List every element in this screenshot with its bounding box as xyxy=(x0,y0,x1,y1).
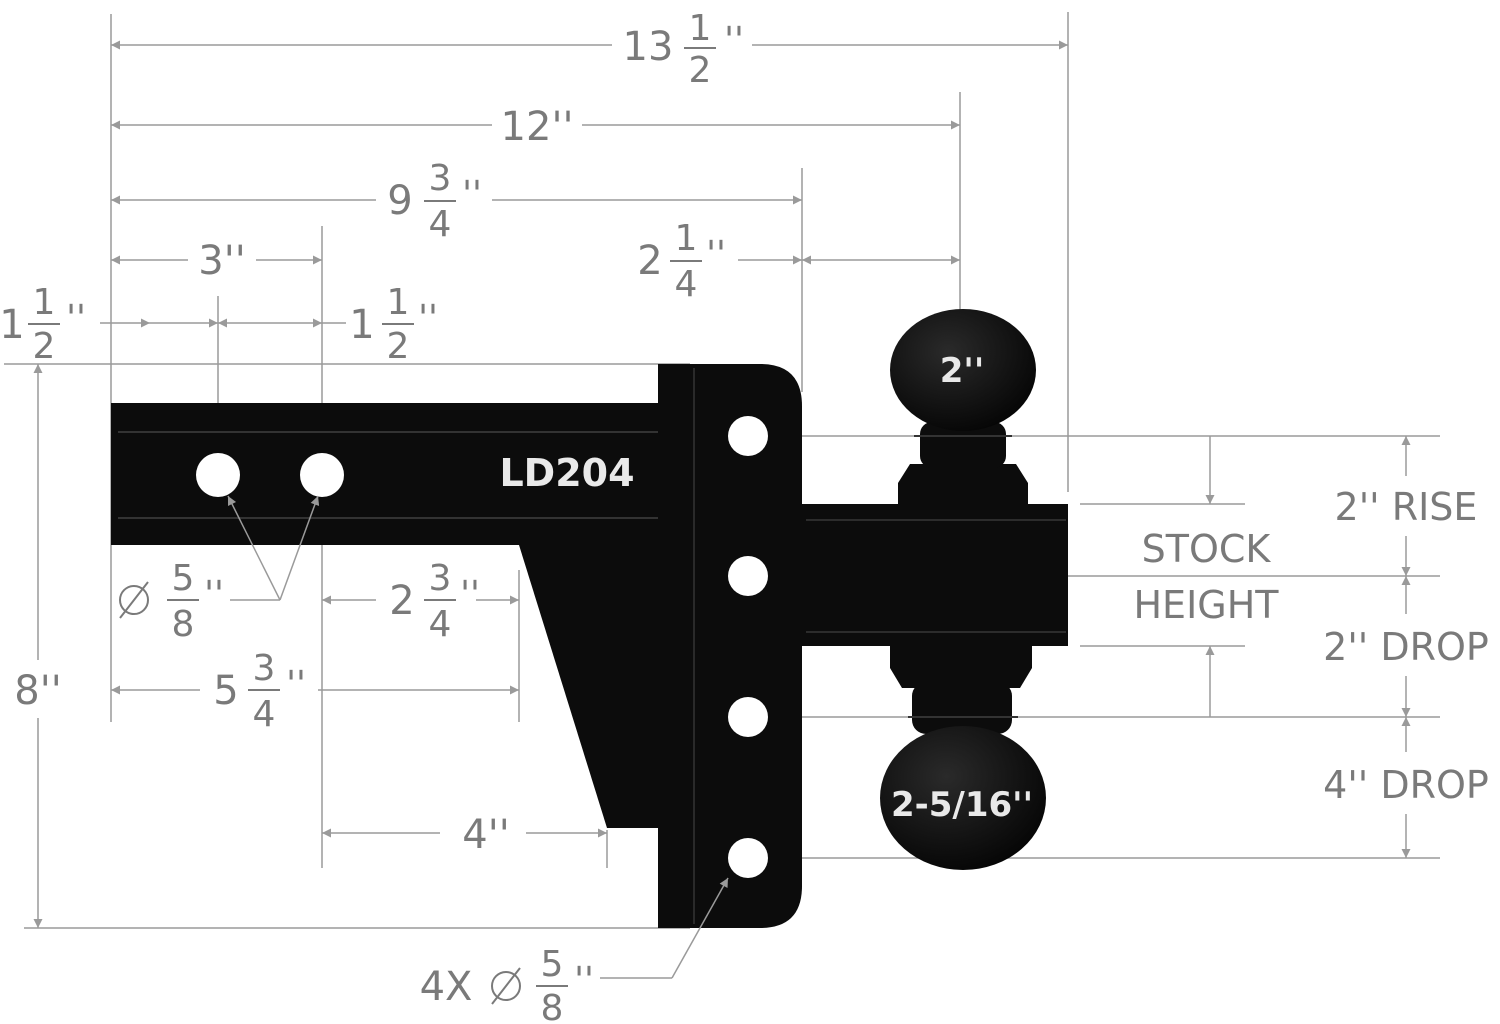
svg-text:8: 8 xyxy=(541,988,564,1024)
svg-text:'': '' xyxy=(462,174,482,215)
drop1-label: 2'' DROP xyxy=(1323,625,1489,669)
dim-overall-length: 13 1 2 '' xyxy=(111,8,1068,91)
dim-hole-spacing: 3'' xyxy=(111,238,322,284)
dim-shank-length: 5 3 4 '' xyxy=(111,648,519,735)
svg-text:9: 9 xyxy=(387,178,412,224)
svg-text:2: 2 xyxy=(689,50,712,91)
svg-text:5: 5 xyxy=(213,668,238,714)
gusset xyxy=(519,545,666,828)
svg-text:'': '' xyxy=(418,298,438,339)
svg-text:5: 5 xyxy=(172,558,195,599)
dim-overall-height: 8'' xyxy=(14,364,62,928)
dim-hole-offsets: 1 1 2 '' 1 1 2 '' xyxy=(0,282,438,367)
stock-height-line2: HEIGHT xyxy=(1133,583,1279,627)
svg-text:4: 4 xyxy=(253,694,276,735)
svg-text:5: 5 xyxy=(541,944,564,985)
svg-text:4X: 4X xyxy=(420,964,473,1010)
svg-text:4: 4 xyxy=(429,204,452,245)
svg-text:1: 1 xyxy=(387,282,410,323)
svg-text:'': '' xyxy=(706,234,726,275)
shank-holes xyxy=(196,453,344,497)
left-offset-whole: 1 xyxy=(0,302,25,348)
svg-text:13: 13 xyxy=(623,24,674,70)
svg-text:'': '' xyxy=(460,574,480,615)
svg-text:1: 1 xyxy=(675,218,698,259)
svg-text:'': '' xyxy=(66,298,86,339)
svg-text:2: 2 xyxy=(389,578,414,624)
dim-to-ball-center: 12'' xyxy=(111,104,960,150)
top-hitch-ball xyxy=(890,309,1036,504)
stock-height-line1: STOCK xyxy=(1142,527,1272,571)
rise-label: 2'' RISE xyxy=(1335,485,1478,529)
mid-offset-whole: 1 xyxy=(349,302,374,348)
svg-text:'': '' xyxy=(574,960,594,1001)
dim-shank-hole-dia: 5 8 '' xyxy=(119,495,320,645)
drop-plate xyxy=(658,364,802,928)
bottom-hitch-ball xyxy=(880,646,1046,870)
svg-text:'': '' xyxy=(204,574,224,615)
model-label: LD204 xyxy=(499,451,634,495)
svg-text:2: 2 xyxy=(637,238,662,284)
svg-text:8: 8 xyxy=(172,604,195,645)
dim-gusset-length: 4'' xyxy=(322,812,607,858)
plate-holes xyxy=(728,416,768,878)
dim-plate-holes: 4X 5 8 '' xyxy=(420,877,729,1024)
dim-rise-drop: 2'' RISE 2'' DROP 4'' DROP STOCK HEIGHT xyxy=(1133,436,1489,858)
svg-text:2: 2 xyxy=(387,326,410,367)
bottom-ball-size-label: 2-5/16'' xyxy=(891,785,1033,825)
svg-text:4: 4 xyxy=(675,264,698,305)
svg-text:'': '' xyxy=(286,664,306,705)
svg-text:4'': 4'' xyxy=(462,812,509,858)
svg-text:3: 3 xyxy=(253,648,276,689)
dim-gusset-gap: 2 3 4 '' xyxy=(322,558,519,645)
dim-to-plate: 9 3 4 '' xyxy=(111,158,802,245)
ball-mount-tube xyxy=(802,504,1068,646)
top-ball-size-label: 2'' xyxy=(940,351,984,391)
svg-text:2: 2 xyxy=(33,326,56,367)
svg-text:'': '' xyxy=(724,20,744,61)
svg-text:3: 3 xyxy=(429,558,452,599)
svg-text:3: 3 xyxy=(429,158,452,199)
svg-text:8'': 8'' xyxy=(14,668,61,714)
svg-text:4: 4 xyxy=(429,604,452,645)
svg-text:3'': 3'' xyxy=(198,238,245,284)
drop2-label: 4'' DROP xyxy=(1323,763,1489,807)
svg-text:1: 1 xyxy=(33,282,56,323)
dim-plate-to-ball: 2 1 4 '' xyxy=(637,218,960,305)
svg-text:12'': 12'' xyxy=(501,104,574,150)
svg-text:1: 1 xyxy=(689,8,712,49)
